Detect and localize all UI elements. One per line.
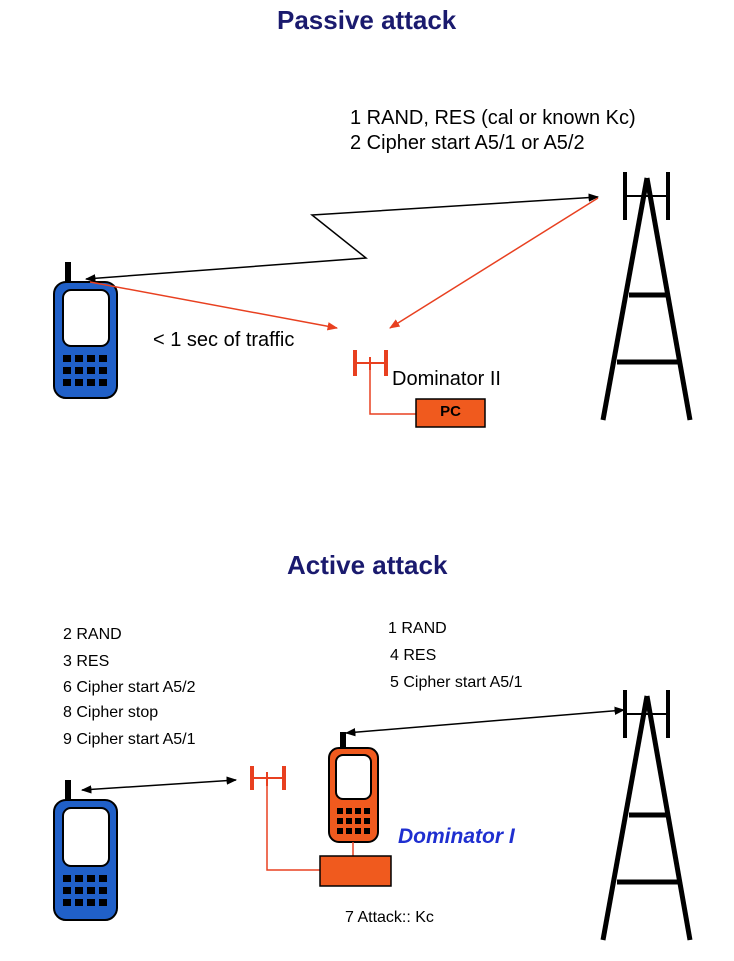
active-step-left-3: 6 Cipher start A5/2: [63, 679, 196, 696]
active-step-left-1: 2 RAND: [63, 626, 122, 643]
active-victim-link: [80, 776, 238, 794]
active-step-left-5: 9 Cipher start A5/1: [63, 731, 196, 748]
dominator-i-antenna: [250, 766, 286, 790]
active-step-right-3: 5 Cipher start A5/1: [390, 674, 523, 691]
dominator-ii-label: Dominator II: [392, 368, 501, 390]
active-network-link: [344, 706, 626, 737]
dominator-i-box: [319, 855, 392, 887]
passive-base-station: [600, 172, 693, 421]
dominator-ii-antenna: [353, 350, 388, 376]
active-step-right-1: 1 RAND: [388, 620, 447, 637]
dominator-i-cable: [266, 784, 320, 871]
traffic-label: < 1 sec of traffic: [153, 329, 295, 351]
dominator-i-label: Dominator I: [398, 825, 515, 848]
active-step-right-2: 4 RES: [390, 647, 437, 664]
pc-label: PC: [440, 403, 461, 420]
passive-intercept-arrow-from-tower: [389, 197, 599, 329]
attack-kc-label: 7 Attack:: Kc: [345, 909, 434, 926]
dominator-ii-cable: [369, 370, 416, 415]
passive-intercept-arrow-from-phone: [89, 281, 339, 331]
active-attack-title: Active attack: [287, 550, 448, 580]
active-mobile-phone: [53, 780, 118, 921]
passive-attack-title: Passive attack: [277, 5, 457, 35]
passive-step-2: 2 Cipher start A5/1 or A5/2: [350, 132, 585, 154]
dominator-i-handset: [328, 732, 379, 843]
passive-radio-link: [84, 193, 600, 283]
active-step-left-4: 8 Cipher stop: [63, 704, 159, 721]
pc-box: [415, 398, 486, 428]
active-step-left-2: 3 RES: [63, 653, 110, 670]
passive-mobile-phone: [53, 262, 118, 399]
active-base-station: [600, 690, 693, 941]
passive-step-1: 1 RAND, RES (cal or known Kc): [350, 107, 636, 129]
